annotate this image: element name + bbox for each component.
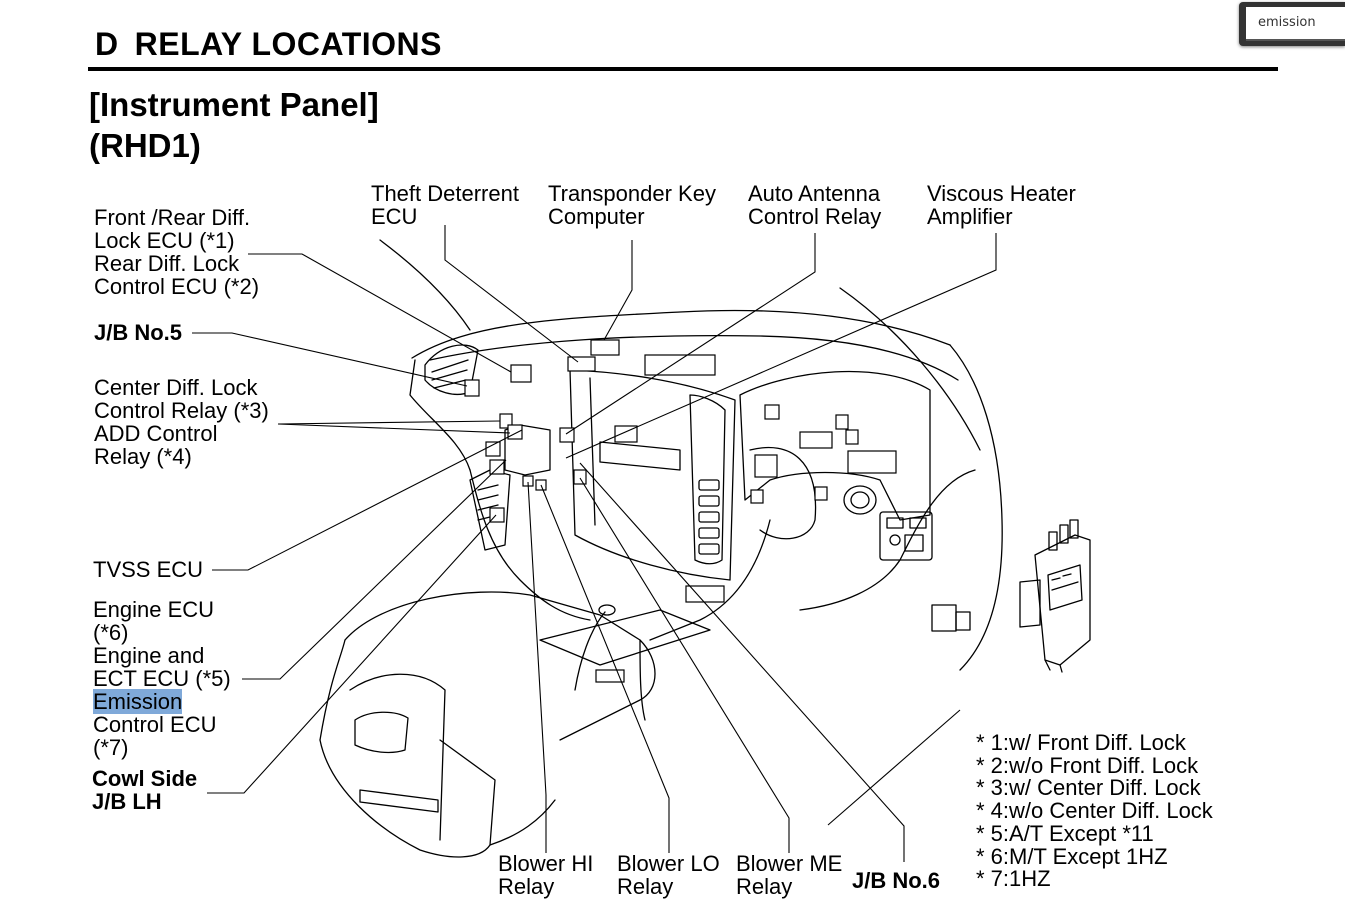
console-top <box>344 591 656 741</box>
lower-left-body <box>469 469 591 621</box>
footnotes: * 1:w/ Front Diff. Lock * 2:w/o Front Di… <box>976 730 1213 892</box>
relay-front-rear-diff <box>510 364 532 383</box>
console-box <box>349 673 446 841</box>
steering-hub <box>843 485 877 515</box>
relay-engine <box>489 459 505 475</box>
leader-center-diff <box>277 420 501 425</box>
label-cowl-side: Cowl Side J/B LH <box>92 766 198 814</box>
center-stack-right <box>689 394 726 565</box>
subtitle-line-1: [Instrument Panel] <box>89 86 379 123</box>
footnote: * 1:w/ Front Diff. Lock <box>976 730 1186 755</box>
search-input[interactable] <box>1246 7 1345 30</box>
footnote: * 3:w/ Center Diff. Lock <box>976 775 1201 801</box>
label-center-diff: Center Diff. Lock Control Relay (*3) ADD… <box>94 375 269 469</box>
search-highlight: Emission <box>93 689 183 714</box>
title-rule <box>88 67 1278 71</box>
relay-add <box>507 424 523 440</box>
leader-blower-hi <box>527 481 547 853</box>
search-chip <box>1239 2 1345 46</box>
label-front-rear-diff: Front /Rear Diff. Lock ECU (*1) Rear Dif… <box>94 205 260 299</box>
label-engine: Engine ECU (*6) Engine and ECT ECU (*5) … <box>93 597 231 760</box>
leader-jb6 <box>579 462 905 862</box>
leader-cowl <box>207 514 497 794</box>
windshield-right <box>839 287 981 451</box>
relay-tvss <box>485 441 501 457</box>
label-theft-deterrent: Theft Deterrent ECU <box>371 181 519 229</box>
footnote: * 6:M/T Except 1HZ <box>976 843 1168 869</box>
label-jb6: J/B No.6 <box>852 868 941 893</box>
leader-add <box>277 423 511 434</box>
relay-viscous <box>614 425 638 443</box>
windshield-left <box>379 239 471 331</box>
footnote: * 5:A/T Except *11 <box>976 820 1154 846</box>
dash-right-curve <box>949 344 1003 671</box>
footnote: * 4:w/o Center Diff. Lock <box>976 798 1213 824</box>
leader-blower-lo <box>540 484 670 853</box>
label-blower-me: Blower ME Relay <box>736 851 843 899</box>
left-jb <box>469 469 511 551</box>
vent-left <box>424 344 479 395</box>
relay-theft-deterrent <box>567 356 596 372</box>
dash-left-outline <box>409 359 471 471</box>
section-title: RELAY LOCATIONS <box>134 26 442 62</box>
label-blower-lo: Blower LO Relay <box>617 851 720 899</box>
center-stack-outline <box>569 369 736 581</box>
leader-viscous <box>565 233 997 459</box>
leader-notes <box>827 709 961 826</box>
label-jb5: J/B No.5 <box>94 320 183 345</box>
footnote: * 7:1HZ <box>976 866 1051 892</box>
leader-antenna <box>565 233 816 435</box>
leader-theft <box>444 225 579 363</box>
leader-tvss <box>212 429 523 571</box>
label-tvss: TVSS ECU <box>93 557 204 582</box>
section-letter: D <box>95 26 119 62</box>
leader-blower-me <box>579 477 790 853</box>
leader-transponder <box>603 240 633 341</box>
leader-engine <box>242 459 507 680</box>
shift-lever <box>574 611 606 691</box>
leader-jb5 <box>192 332 468 387</box>
relay-transponder <box>590 339 620 356</box>
label-viscous-heater: Viscous Heater Amplifier <box>927 181 1076 229</box>
subtitle-line-2: (RHD1) <box>89 127 201 164</box>
relay-jb5 <box>464 379 480 397</box>
dash-upper-edge <box>429 334 959 381</box>
console-side <box>319 639 346 741</box>
label-transponder: Transponder Key Computer <box>548 181 716 229</box>
leader-front-rear-diff <box>248 253 512 373</box>
relay-blower-me <box>573 469 587 485</box>
dash-top-outline <box>411 309 951 359</box>
console-front <box>319 739 496 858</box>
relay-top-center <box>644 354 716 376</box>
page-title: D RELAY LOCATIONS <box>95 26 442 63</box>
gauge-hood <box>739 370 931 521</box>
search-box[interactable] <box>1246 7 1345 41</box>
label-blower-hi: Blower HI Relay <box>498 851 594 899</box>
footnote: * 2:w/o Front Diff. Lock <box>976 752 1199 778</box>
label-auto-antenna: Auto Antenna Control Relay <box>748 181 882 229</box>
